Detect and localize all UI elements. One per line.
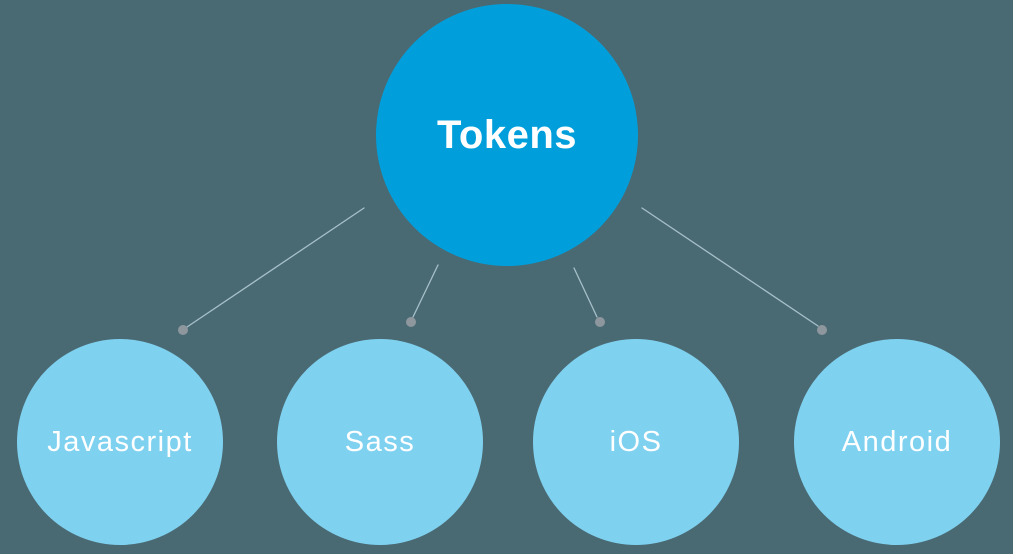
connector-line-javascript [186,207,365,328]
node-tokens: Tokens [376,4,638,266]
connector-endpoint-dot-android [817,325,827,335]
node-javascript: Javascript [17,339,223,545]
node-ios-label: iOS [609,425,663,458]
connector-line-ios [573,267,598,318]
node-tokens-label: Tokens [436,112,578,157]
node-android: Android [794,339,1000,545]
node-android-label: Android [841,425,953,458]
connector-line-sass [412,264,439,318]
connector-endpoint-dot-ios [595,317,605,327]
node-sass-label: Sass [344,425,416,458]
node-ios: iOS [533,339,739,545]
connector-line-android [641,207,819,327]
connector-endpoint-dot-javascript [178,325,188,335]
node-javascript-label: Javascript [47,425,193,458]
connector-endpoint-dot-sass [406,317,416,327]
node-sass: Sass [277,339,483,545]
